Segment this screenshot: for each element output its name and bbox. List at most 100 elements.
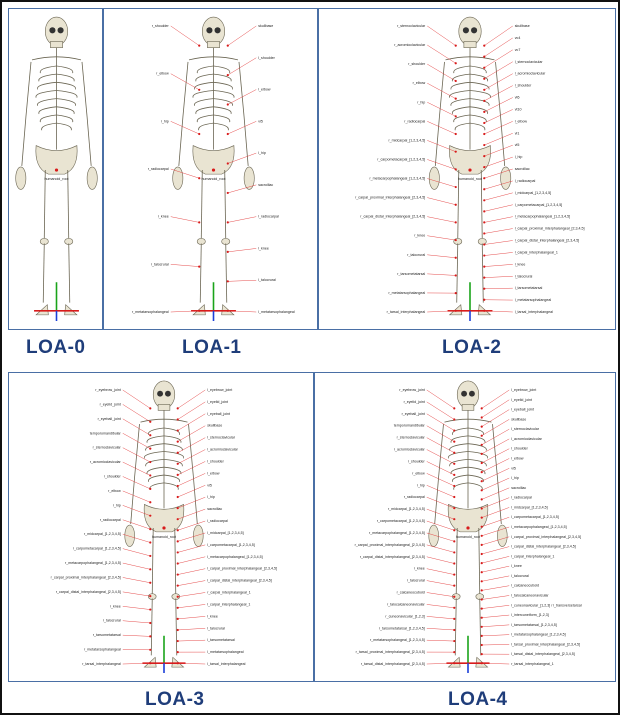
joint-marker (149, 649, 151, 651)
joint-label: skullbase (515, 24, 530, 28)
leader-line (171, 217, 199, 223)
joint-marker (455, 151, 457, 153)
joint-marker (453, 485, 455, 487)
skeleton-loa0: humanoid_root (9, 9, 103, 330)
joint-marker (177, 585, 179, 587)
joint-label: r_talocalcaneonavicular (387, 602, 426, 606)
leader-line (427, 64, 455, 81)
leader-line (427, 628, 455, 630)
leader-line (427, 593, 455, 597)
joint-marker (481, 444, 483, 446)
joint-label: l_elbow (511, 457, 524, 461)
joint-marker (177, 573, 179, 575)
joint-label: r_cuneonavicular_[1,2,3] (385, 614, 424, 618)
leader-line (228, 121, 256, 134)
leader-line (427, 255, 455, 258)
root-label: humanoid_root (45, 177, 69, 181)
leader-line (178, 581, 206, 586)
leader-line (178, 390, 206, 408)
joint-label: r_metatarsophalangeal (84, 648, 121, 652)
root-joint-marker (212, 168, 215, 171)
leader-line (482, 449, 510, 463)
panel-label-loa1: LOA-1 (182, 337, 242, 359)
joint-label: l_metacarpophalangeal_[1,2,3,4,5] (515, 215, 571, 219)
joint-label: r_metacarpophalangeal_[1,2,3,4,5] (65, 561, 121, 565)
joint-marker (483, 111, 485, 113)
skeleton-loa3: humanoid_rootr_eyebrow_jointr_eyelid_joi… (9, 373, 314, 682)
joint-label: temporomandibular (90, 431, 122, 435)
leader-line (178, 438, 206, 453)
leader-line (482, 635, 510, 636)
joint-label: l_acromioclavicular (207, 448, 239, 452)
leader-line (228, 217, 256, 223)
joint-label: temporomandibular (394, 424, 426, 428)
joint-marker (455, 204, 457, 206)
joint-marker (483, 210, 485, 212)
leader-line (228, 26, 256, 46)
joint-marker (481, 553, 483, 555)
joint-marker (177, 507, 179, 509)
joint-marker (453, 474, 455, 476)
leader-line (482, 586, 510, 591)
joint-label: r_eyelid_joint (404, 400, 425, 404)
joint-label: r_shoulder (408, 62, 426, 66)
skeleton-loa2: humanoid_rootr_sternoclavicularr_acromio… (319, 9, 616, 330)
joint-marker (227, 45, 229, 47)
joint-label: l_eyelid_joint (207, 400, 228, 404)
leader-line (427, 274, 455, 276)
joint-marker (149, 622, 151, 624)
leader-line (123, 404, 151, 421)
joint-marker (481, 507, 483, 509)
leader-line (484, 229, 512, 234)
joint-label: l_hip (258, 151, 266, 155)
joint-marker (177, 651, 179, 653)
joint-label: l_midcarpal_[1,2,3,4,5] (511, 505, 548, 509)
joint-label: l_knee (258, 246, 269, 250)
root-joint-marker (466, 526, 469, 529)
joint-marker (177, 418, 179, 420)
leader-line (123, 621, 151, 623)
joint-label: r_talocrural (407, 253, 425, 257)
leader-line (484, 98, 512, 112)
joint-marker (483, 266, 485, 268)
joint-marker (481, 435, 483, 437)
joint-marker (481, 589, 483, 591)
joint-marker (227, 251, 229, 253)
leader-line (427, 640, 455, 641)
leader-line (482, 488, 510, 500)
leader-line (427, 121, 455, 134)
joint-marker (483, 288, 485, 290)
joint-marker (198, 266, 200, 268)
panel-label-loa3: LOA-3 (145, 689, 205, 711)
joint-marker (453, 662, 455, 664)
joint-marker (481, 462, 483, 464)
joint-label: l_knee (515, 262, 526, 266)
joint-label: r_elbow (412, 471, 425, 475)
joint-marker (177, 518, 179, 520)
panel-loa1: humanoid_rootr_shoulderr_elbowr_hipr_rad… (103, 8, 318, 330)
leader-line (171, 264, 199, 266)
joint-label: r_sternoclavicular (397, 24, 426, 28)
leader-line (178, 450, 206, 464)
joint-marker (453, 596, 455, 598)
joint-label: l_tarsometatarsal_[1,2,3,4,5] (511, 623, 557, 627)
panel-label-loa4: LOA-4 (448, 689, 508, 711)
leader-line (171, 26, 199, 46)
joint-label: l_carpal_interphalangeal_1 (515, 250, 558, 254)
joint-marker (177, 551, 179, 553)
leader-line (123, 577, 151, 582)
leader-line (427, 604, 455, 607)
joint-label: l_carpal_distal_interphalangeal_[2,3,4,5… (207, 579, 272, 583)
leader-line (228, 185, 256, 193)
leader-line (484, 121, 512, 134)
joint-marker (453, 629, 455, 631)
joint-label: r_metacarpophalangeal_[1,2,3,4,5] (369, 177, 425, 181)
joint-label: l_shoulder (207, 459, 225, 463)
joint-marker (149, 555, 151, 557)
joint-marker (453, 418, 455, 420)
panel-label-loa0: LOA-0 (26, 337, 86, 359)
leader-line (228, 248, 256, 251)
leader-line (228, 58, 256, 75)
joint-marker (227, 74, 229, 76)
leader-line (427, 402, 455, 420)
